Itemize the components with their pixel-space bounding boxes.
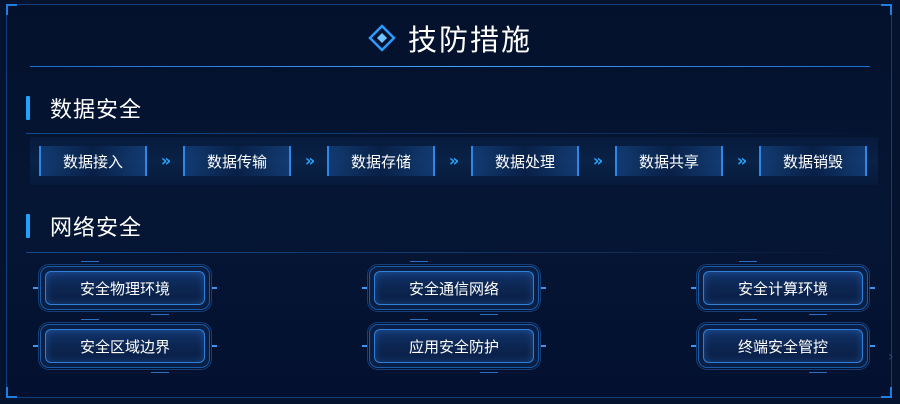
panel-header: 技防措施: [0, 14, 900, 62]
button-tick: [410, 319, 428, 320]
section-title: 网络安全: [50, 216, 143, 241]
button-label: 安全计算环境: [737, 279, 828, 298]
button-tick: [691, 345, 696, 347]
flow-step-data-processing[interactable]: 数据处理: [471, 146, 579, 176]
communication-network-button[interactable]: 安全通信网络: [362, 261, 546, 315]
double-chevron-right-icon: »: [448, 151, 460, 170]
button-tick: [410, 261, 428, 262]
button-face: [374, 271, 534, 305]
diamond-icon: [368, 24, 396, 52]
button-face: [703, 329, 863, 363]
button-tick: [480, 372, 498, 373]
section-divider: [26, 133, 878, 134]
application-protection-button[interactable]: 应用安全防护: [362, 319, 546, 373]
flow-step-data-sharing[interactable]: 数据共享: [615, 146, 723, 176]
section-marker: [26, 214, 30, 238]
button-face: [45, 329, 205, 363]
button-tick: [870, 345, 875, 347]
double-chevron-right-icon: »: [304, 151, 316, 170]
data-flow-strip: [30, 137, 878, 185]
physical-environment-button[interactable]: 安全物理环境: [33, 261, 217, 315]
section-network-security: 网络安全: [26, 210, 142, 242]
button-face: [374, 329, 534, 363]
terminal-control-button[interactable]: 终端安全管控: [691, 319, 875, 373]
button-tick: [362, 345, 367, 347]
corner-decoration: [881, 4, 892, 15]
header-divider: [30, 66, 870, 67]
section-marker: [26, 96, 30, 120]
button-tick: [541, 345, 546, 347]
button-tick: [809, 372, 827, 373]
button-tick: [480, 314, 498, 315]
button-label: 安全区域边界: [79, 337, 170, 356]
button-tick: [151, 372, 169, 373]
button-label: 应用安全防护: [408, 337, 499, 356]
button-tick: [362, 287, 367, 289]
button-tick: [33, 345, 38, 347]
button-label: 终端安全管控: [737, 337, 828, 356]
section-data-security: 数据安全: [26, 92, 142, 124]
button-tick: [151, 314, 169, 315]
button-tick: [33, 287, 38, 289]
button-face: [703, 271, 863, 305]
button-tick: [81, 319, 99, 320]
section-divider: [26, 252, 878, 253]
double-chevron-right-icon: »: [592, 151, 604, 170]
flow-step-data-storage[interactable]: 数据存储: [327, 146, 435, 176]
area-boundary-button[interactable]: 安全区域边界: [33, 319, 217, 373]
button-face: [45, 271, 205, 305]
computing-environment-button[interactable]: 安全计算环境: [691, 261, 875, 315]
button-tick: [81, 261, 99, 262]
page-title: 技防措施: [407, 23, 532, 57]
button-tick: [739, 261, 757, 262]
button-tick: [691, 287, 696, 289]
corner-decoration: [6, 387, 17, 398]
double-chevron-right-icon: »: [736, 151, 748, 170]
corner-decoration: [881, 387, 892, 398]
chevron-right-icon[interactable]: ›: [888, 349, 894, 365]
flow-step-data-destruction[interactable]: 数据销毁: [759, 146, 867, 176]
button-tick: [212, 287, 217, 289]
double-chevron-right-icon: »: [160, 151, 172, 170]
corner-decoration: [6, 4, 17, 15]
button-tick: [739, 319, 757, 320]
section-title: 数据安全: [50, 98, 143, 123]
button-tick: [212, 345, 217, 347]
button-tick: [870, 287, 875, 289]
button-label: 安全物理环境: [79, 279, 170, 298]
button-label: 安全通信网络: [408, 279, 499, 298]
button-tick: [809, 314, 827, 315]
flow-step-data-ingest[interactable]: 数据接入: [39, 146, 147, 176]
flow-step-data-transfer[interactable]: 数据传输: [183, 146, 291, 176]
button-tick: [541, 287, 546, 289]
